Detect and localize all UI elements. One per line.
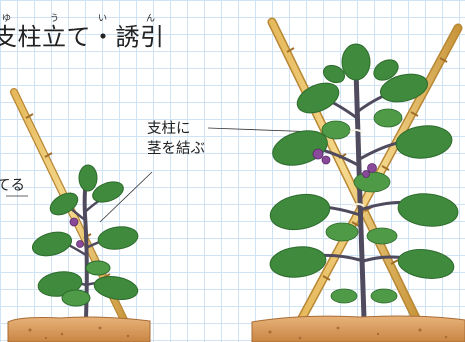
left-soil [7,316,151,342]
right-soil [251,315,465,342]
right-caption-line2: 茎を結ぶ [147,141,205,157]
page-title: 支柱立て・誘引ゆういん [0,14,165,52]
title-text: 支柱立て・誘引 [0,23,165,51]
right-caption-line1: 支柱に [147,121,191,137]
small-plant [6,88,151,342]
title-furigana: ゆういん [0,14,165,24]
large-plant [99,17,465,342]
title-ruby: 支柱立て・誘引ゆういん [0,14,165,51]
right-caption: 支柱に 茎を結ぶ [147,119,205,159]
left-caption-fragment: てる [0,178,25,194]
